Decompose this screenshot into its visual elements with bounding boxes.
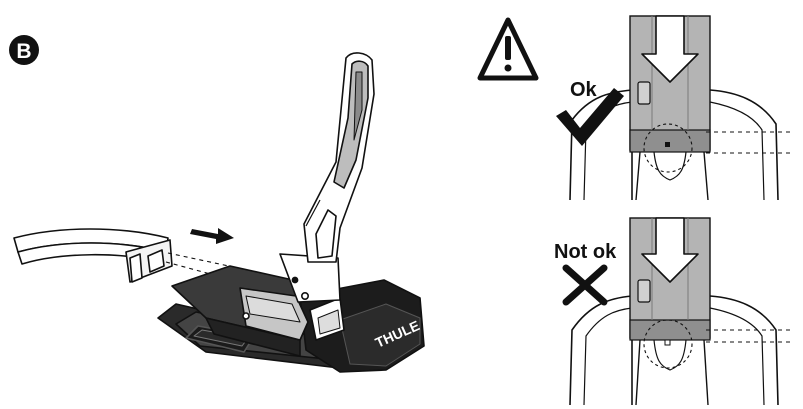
step-letter: B	[16, 40, 31, 63]
rack-foot	[157, 253, 425, 373]
roof-rail	[13, 228, 173, 283]
arrow-down-icon	[641, 217, 699, 283]
ok-label: Ok	[570, 79, 598, 101]
cross-icon	[562, 264, 608, 306]
alignment-guides	[165, 252, 241, 283]
panel-ok: Ok	[556, 15, 790, 201]
clamp-lever	[303, 52, 375, 263]
arrow-down-icon	[641, 15, 699, 83]
arrow-right-icon	[190, 228, 234, 244]
checkmark-icon	[556, 88, 624, 146]
warning-triangle-icon	[477, 17, 539, 81]
step-badge: B	[9, 35, 39, 65]
panel-not-ok: Not ok	[554, 217, 790, 406]
not-ok-label: Not ok	[554, 241, 617, 263]
